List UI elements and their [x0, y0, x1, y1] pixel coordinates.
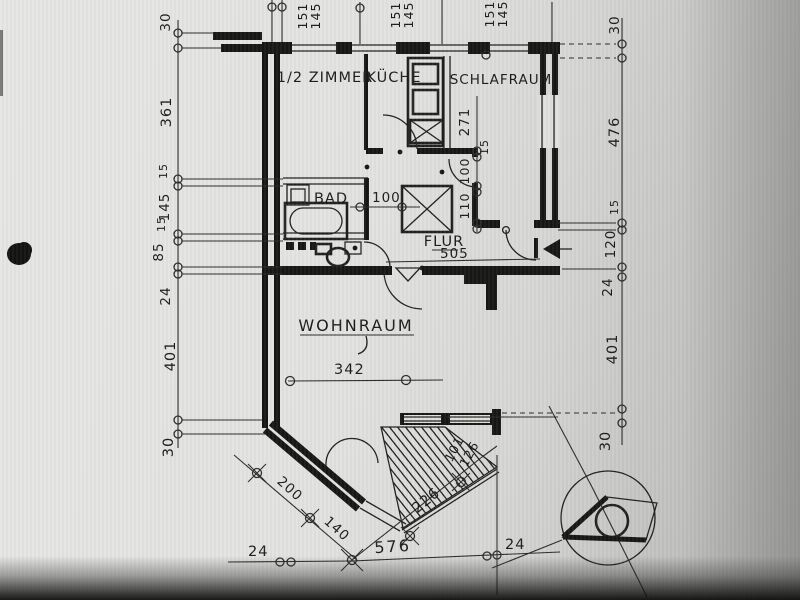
compass-symbol	[491, 405, 658, 598]
room-label-half-room: 1/2 ZIMMER	[277, 70, 373, 86]
hole-punch-mark	[7, 242, 32, 265]
dim-bay-576: 576	[374, 536, 412, 558]
dim-top-window2-151: 151	[388, 2, 403, 29]
dimension-bath: 100	[350, 190, 420, 212]
dim-bay-24-right: 24	[505, 537, 525, 553]
dim-inner-271: 271	[457, 108, 473, 137]
dimension-living: 342	[284, 362, 444, 387]
dim-right-24: 24	[600, 277, 616, 296]
room-label-living-room: WOHNRAUM	[298, 316, 413, 335]
room-label-bath: BAD	[314, 191, 348, 207]
dim-inner-110: 110	[457, 193, 472, 220]
dim-left-145: 145	[157, 193, 173, 222]
kitchen-units	[406, 56, 445, 148]
interior-walls	[283, 54, 560, 310]
dim-left-361: 361	[159, 97, 175, 128]
dim-left-24: 24	[158, 286, 174, 305]
dim-right-401: 401	[605, 334, 621, 365]
dimension-chain-inner: 271 15 100 110	[457, 96, 491, 234]
threshold-triangle	[394, 267, 422, 282]
room-label-bedroom: SCHLAFRAUM	[450, 72, 553, 88]
dim-left-85: 85	[151, 242, 167, 261]
dim-inner-15: 15	[478, 139, 491, 155]
dim-bay-140: 140	[321, 513, 353, 544]
room-labels: 1/2 ZIMMER KÜCHE SCHLAFRAUM BAD FLUR WOH…	[277, 68, 553, 355]
bay-walls	[262, 409, 501, 534]
dim-right-30-top: 30	[607, 15, 623, 34]
photo-edge-shadow	[0, 30, 3, 96]
dim-right-15: 15	[608, 199, 621, 215]
dim-inner-100: 100	[457, 158, 472, 185]
dim-living-342: 342	[334, 362, 365, 378]
dim-top-window1-145: 145	[308, 3, 323, 30]
dim-left-15b: 15	[155, 216, 168, 232]
dim-left-15a: 15	[157, 163, 170, 179]
dim-top-window1-151: 151	[295, 3, 310, 30]
door-arcs	[325, 114, 537, 467]
dim-bay-200: 200	[274, 473, 306, 504]
dimension-chain-left: 30 361 15 145 15 85 24 401 30	[151, 12, 283, 457]
dim-right-120: 120	[603, 230, 619, 259]
dim-top-window2-145: 145	[401, 2, 416, 29]
dim-right-30-bottom: 30	[598, 431, 614, 451]
toilet	[286, 241, 362, 268]
room-label-hall: FLUR	[424, 234, 464, 250]
dim-left-401: 401	[163, 341, 179, 372]
room-label-kitchen: KÜCHE	[367, 68, 422, 86]
dim-bath-100: 100	[372, 190, 401, 206]
entrance-arrow-icon	[534, 238, 572, 259]
dimension-top-row: 151 145 151 145 151 145	[267, 0, 553, 60]
dim-left-30-top: 30	[158, 12, 174, 31]
shaft-crosshatch	[400, 184, 454, 234]
bathtub	[283, 201, 349, 241]
dim-bay-24-left: 24	[248, 544, 268, 560]
dim-top-window3-151: 151	[482, 1, 497, 28]
outer-walls	[213, 32, 560, 428]
dim-left-30-bottom: 30	[161, 437, 177, 457]
dim-top-window3-145: 145	[495, 1, 510, 28]
dim-right-476: 476	[607, 117, 623, 148]
washbasin	[286, 184, 310, 206]
terrace-hatching	[380, 426, 499, 530]
dimension-bay: 200 140 226 576 24 24 101 126	[227, 434, 561, 595]
dimension-chain-right: 30 476 15 120 24 401 30	[447, 15, 627, 451]
